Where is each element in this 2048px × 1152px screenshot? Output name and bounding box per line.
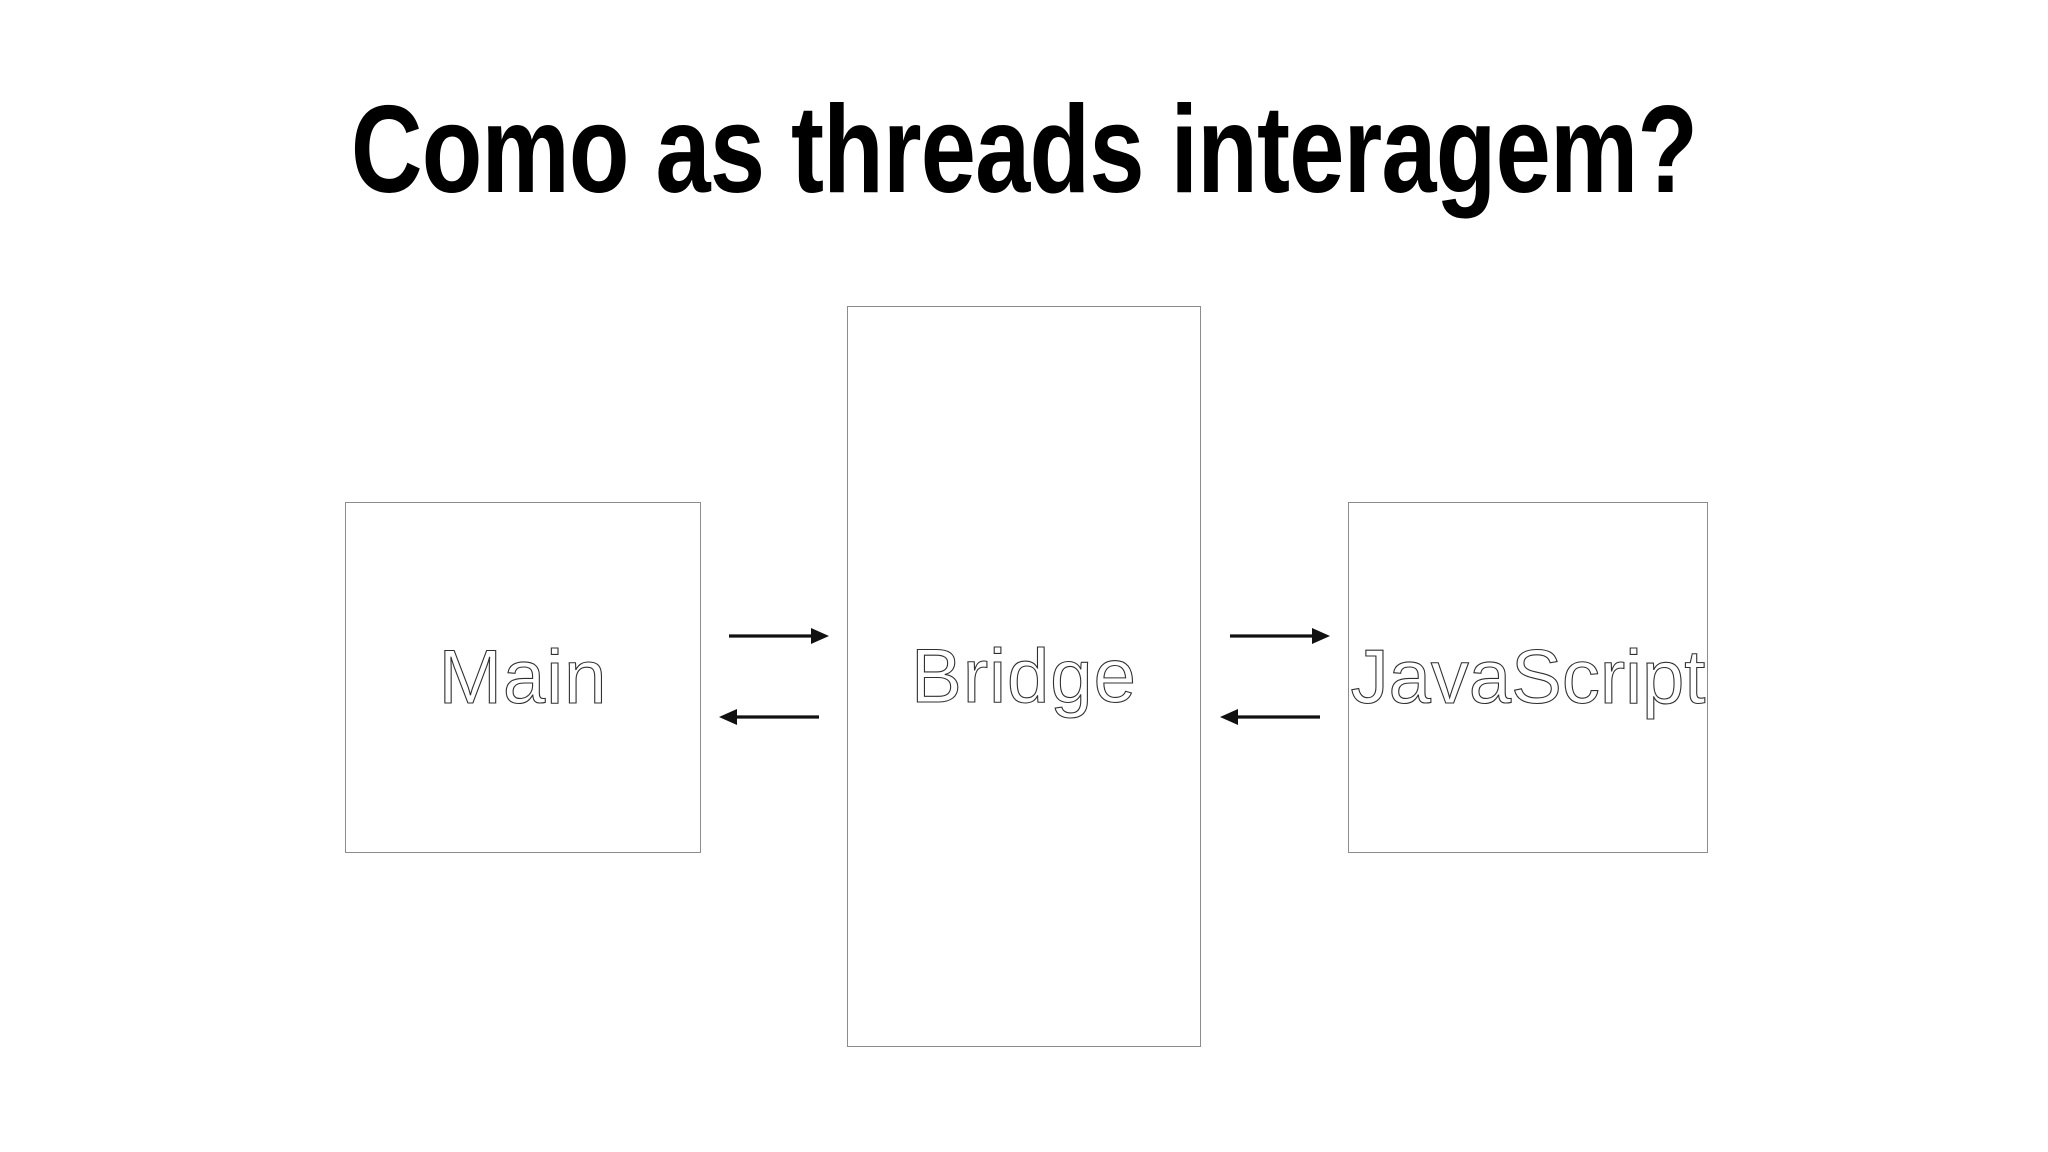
arrow-main-to-bridge [729, 628, 829, 644]
arrow-group-bridge-javascript [1220, 628, 1330, 725]
node-box-javascript[interactable]: JavaScript [1348, 502, 1708, 853]
page-title: Como as threads interagem? [350, 81, 1698, 219]
arrow-bridge-to-main [719, 709, 819, 725]
node-label-javascript: JavaScript [1350, 634, 1706, 720]
node-box-main[interactable]: Main [345, 502, 701, 853]
arrow-javascript-to-bridge [1220, 709, 1320, 725]
node-box-bridge[interactable]: Bridge [847, 306, 1201, 1047]
arrow-bridge-to-javascript [1230, 628, 1330, 644]
arrow-group-main-bridge [719, 628, 829, 725]
node-label-bridge: Bridge [911, 633, 1137, 719]
node-label-main: Main [438, 634, 608, 720]
